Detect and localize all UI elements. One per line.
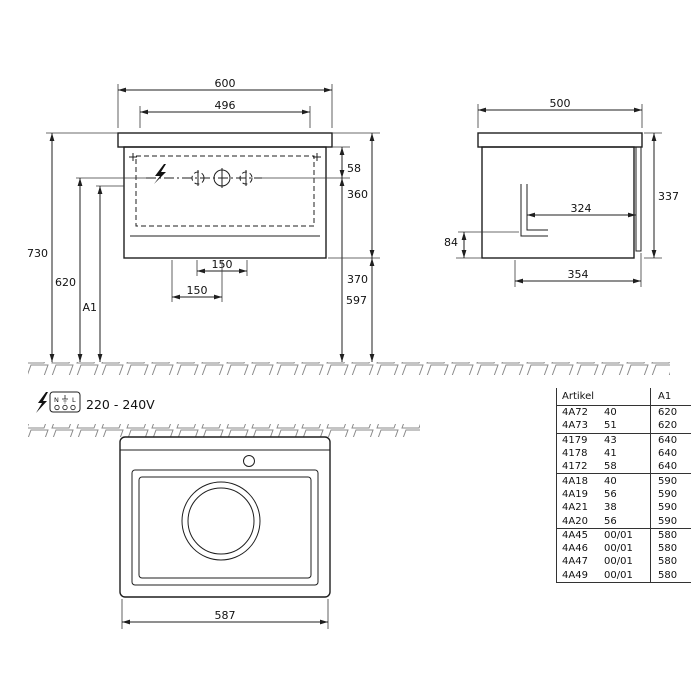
basin-circle-inner <box>187 487 255 555</box>
artikel-code: 4172 <box>562 461 588 473</box>
dim-top-to-outlet: 58 <box>347 162 361 175</box>
table-row: 4172 58 640 <box>557 460 691 475</box>
a1-value: 590 <box>650 487 691 502</box>
artikel-variant: 58 <box>604 461 617 473</box>
dim-rail-height: 84 <box>444 236 458 249</box>
table-row: 4A73 51 620 <box>557 419 691 434</box>
lightning-bolt-icon <box>154 164 166 184</box>
artikel-code: 4A19 <box>562 488 588 500</box>
side-view-dimensions: 500 337 324 354 84 <box>444 97 679 287</box>
a1-value: 640 <box>650 433 691 447</box>
a1-value: 620 <box>650 406 691 420</box>
artikel-variant: 38 <box>604 502 617 514</box>
table-row: 4179 43 640 <box>557 433 691 447</box>
wall-tile-band-upper <box>28 362 670 375</box>
dim-total-width: 600 <box>215 77 236 90</box>
artikel-variant: 41 <box>604 448 617 460</box>
wall-tile-band-lower <box>28 424 420 437</box>
artikel-code: 4178 <box>562 448 588 460</box>
corner-mark-left <box>129 153 137 161</box>
dim-total-height: 730 <box>27 247 48 260</box>
a1-value: 590 <box>650 514 691 528</box>
artikel-variant: 40 <box>604 475 617 487</box>
a1-value: 590 <box>650 474 691 488</box>
table-row: 4A72 40 620 <box>557 406 691 420</box>
table-row: 4A18 40 590 <box>557 474 691 488</box>
artikel-variant: 56 <box>604 515 617 527</box>
artikel-code: 4A45 <box>562 529 588 541</box>
dim-side-height: 337 <box>658 190 679 203</box>
col-header-artikel: Artikel <box>562 391 595 402</box>
a1-value: 620 <box>650 419 691 433</box>
dim-cutout-width: 496 <box>215 99 236 112</box>
table-row: 4A47 00/01 580 <box>557 555 691 569</box>
dim-cabinet-height: 360 <box>347 188 368 201</box>
socket-box <box>49 391 81 413</box>
artikel-variant: 40 <box>604 407 617 419</box>
a1-value: 580 <box>650 541 691 556</box>
side-view-cabinet <box>477 132 643 259</box>
article-table: Artikel A1 4A72 40 620 4A73 51 620 4179 43 … <box>556 388 691 583</box>
table-row: 4A45 00/01 580 <box>557 528 691 542</box>
col-header-a1: A1 <box>650 388 691 405</box>
artikel-variant: 43 <box>604 434 617 446</box>
artikel-code: 4A49 <box>562 569 588 581</box>
artikel-variant: 56 <box>604 488 617 500</box>
artikel-variant: 00/01 <box>604 529 633 541</box>
socket-n-label: N <box>54 396 59 404</box>
artikel-code: 4A47 <box>562 556 588 568</box>
table-row: 4A19 56 590 <box>557 487 691 502</box>
dim-inner-depth: 354 <box>568 268 589 281</box>
artikel-code: 4A73 <box>562 420 588 432</box>
artikel-code: 4179 <box>562 434 588 446</box>
plan-view-cabinet <box>119 436 331 598</box>
artikel-code: 4A46 <box>562 543 588 555</box>
dim-a1-variable: A1 <box>82 301 97 314</box>
a1-value: 580 <box>650 555 691 569</box>
artikel-code: 4A21 <box>562 502 588 514</box>
a1-value: 580 <box>650 528 691 542</box>
dim-rail-depth: 324 <box>571 202 592 215</box>
earth-icon <box>62 395 68 404</box>
dim-depth: 500 <box>550 97 571 110</box>
dim-outlet-height: 620 <box>55 276 76 289</box>
a1-value: 640 <box>650 460 691 474</box>
table-row: 4A49 00/01 580 <box>557 568 691 583</box>
plan-view-dimensions: 587 <box>121 599 329 629</box>
dim-plan-width: 587 <box>215 609 236 622</box>
a1-value: 580 <box>650 568 691 582</box>
a1-value: 640 <box>650 446 691 461</box>
basin-circle-outer <box>181 481 261 561</box>
table-header: Artikel A1 <box>557 388 691 406</box>
drawer-rail <box>520 184 548 237</box>
drain-hole <box>243 455 255 467</box>
corner-mark-right <box>313 153 321 161</box>
dim-drain-height: 597 <box>346 294 367 307</box>
artikel-variant: 00/01 <box>604 556 633 568</box>
a1-value: 590 <box>650 501 691 515</box>
table-row: 4A21 38 590 <box>557 501 691 515</box>
dim-hole-spacing-2: 150 <box>187 284 208 297</box>
artikel-code: 4A72 <box>562 407 588 419</box>
power-supply: N L 220 - 240V <box>36 391 155 413</box>
artikel-variant: 51 <box>604 420 617 432</box>
artikel-variant: 00/01 <box>604 569 633 581</box>
table-row: 4A20 56 590 <box>557 514 691 529</box>
artikel-code: 4A18 <box>562 475 588 487</box>
front-view-cabinet <box>117 132 333 259</box>
socket-l-label: L <box>72 396 76 404</box>
power-bolt-icon <box>36 392 48 413</box>
artikel-variant: 00/01 <box>604 543 633 555</box>
voltage-label: 220 - 240V <box>86 397 155 412</box>
table-row: 4A46 00/01 580 <box>557 541 691 556</box>
table-row: 4178 41 640 <box>557 446 691 461</box>
artikel-code: 4A20 <box>562 515 588 527</box>
dim-below-height: 370 <box>347 273 368 286</box>
front-view-dimensions: 600 496 58 597 360 370 730 620 A1 <box>27 77 380 362</box>
